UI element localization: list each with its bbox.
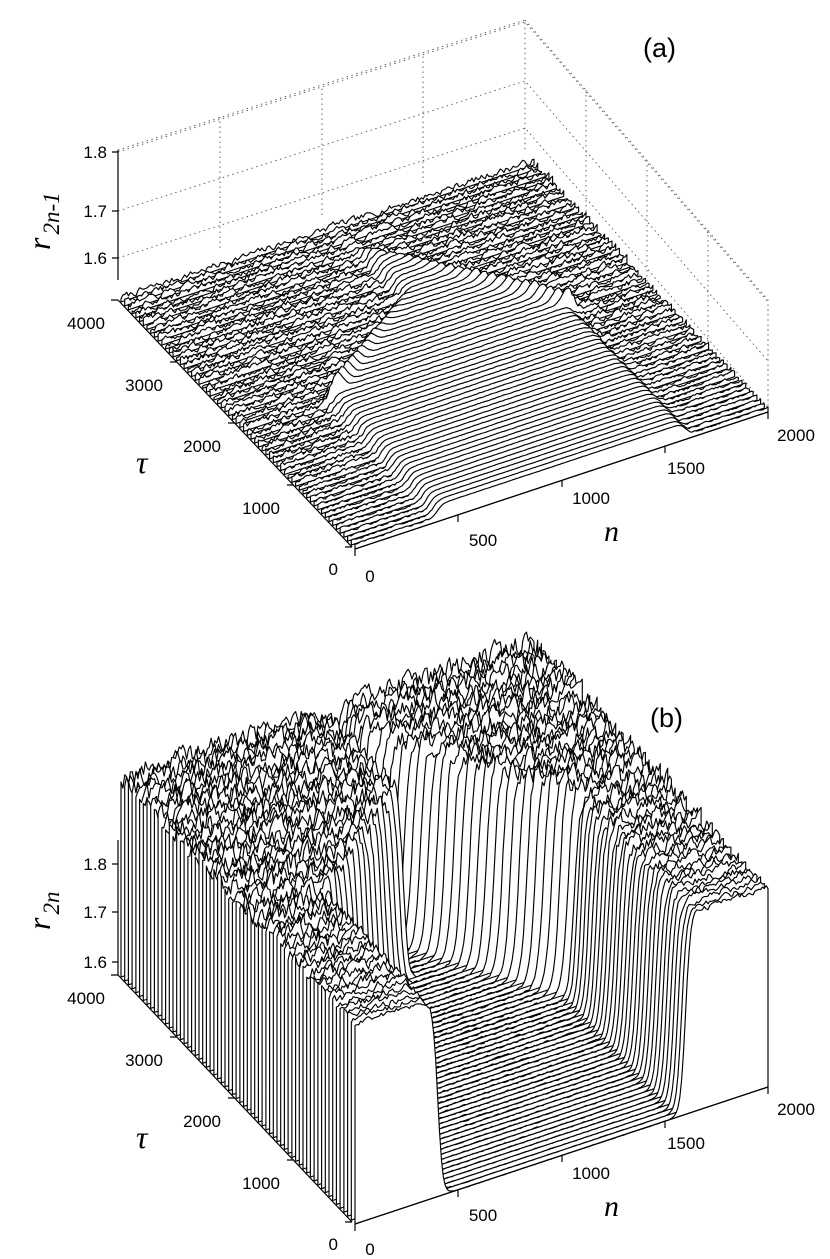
waterfall-trace [124,162,539,307]
panel-a-n-tick-2: 1000 [572,489,610,508]
panel-a-n-tick-3: 1500 [667,459,705,478]
panel-a-z-label: r2n-1 [21,192,64,250]
panel-b-tau-axis [111,974,353,1223]
panel-b-tau-tick-2: 2000 [183,1112,221,1131]
waterfall-trace [179,222,594,366]
panel-b-tau-tick-3: 3000 [125,1051,163,1070]
waterfall-trace [354,406,769,550]
panel-a-z-tick-1: 1.6 [83,249,107,268]
panel-a-tau-tick-2: 2000 [183,437,221,456]
panel-a: (a) 1.6 1.7 1.8 r2n-1 0 1000 2000 3000 4… [21,19,815,586]
panel-b-label: (b) [650,703,683,733]
panel-a-tau-tick-0: 0 [329,560,338,579]
panel-b-z-tick-2: 1.7 [83,903,107,922]
panel-a-n-tick-0: 0 [365,567,374,586]
panel-a-tau-label: τ [136,444,149,480]
panel-a-n-axis [354,411,769,556]
panel-b-n-tick-0: 0 [365,1240,374,1259]
panel-b-n-tick-3: 1500 [667,1134,705,1153]
waterfall-trace [142,182,557,327]
panel-a-n-tick-4: 2000 [777,426,815,445]
waterfall-trace [120,158,535,303]
panel-b-z-label: r2n [21,892,64,930]
panel-b-z-tick-1: 1.6 [83,953,107,972]
panel-b-tau-label: τ [136,1119,149,1155]
panel-b-n-axis [354,1086,769,1231]
panel-a-tau-tick-3: 3000 [125,376,163,395]
waterfall-trace [153,198,568,338]
panel-a-label: (a) [643,33,676,63]
waterfall-trace [187,231,602,374]
panel-b-n-tick-1: 500 [469,1206,497,1225]
panel-a-z-tick-2: 1.7 [83,202,107,221]
panel-b-tau-tick-0: 0 [329,1235,338,1254]
panel-a-tau-axis [111,299,353,548]
waterfall-trace [127,168,542,311]
panel-a-z-tick-3: 1.8 [83,143,107,162]
panel-b-waterfall [120,631,769,1225]
waterfall-trace [176,216,591,362]
panel-b-n-label: n [604,1190,619,1223]
waterfall-trace [131,172,546,315]
panel-a-z-axis [112,150,119,280]
panel-a-tau-tick-4: 4000 [67,314,105,333]
panel-a-n-label: n [604,515,619,548]
panel-b-tau-tick-1: 1000 [242,1174,280,1193]
panel-b-tau-tick-4: 4000 [67,989,105,1008]
panel-a-back-grid-verticals [219,53,709,360]
panel-b-n-tick-2: 1000 [572,1164,610,1183]
panel-a-waterfall [120,158,769,550]
panel-a-tau-tick-1: 1000 [242,499,280,518]
panel-b-n-tick-4: 2000 [777,1100,815,1119]
panel-b-z-tick-3: 1.8 [83,855,107,874]
panel-a-n-tick-1: 500 [469,531,497,550]
waterfall-trace [172,211,587,358]
panel-b-z-axis [112,840,119,975]
panel-b: (b) 1.6 1.7 1.8 r2n 0 1000 2000 3000 400… [21,631,815,1259]
